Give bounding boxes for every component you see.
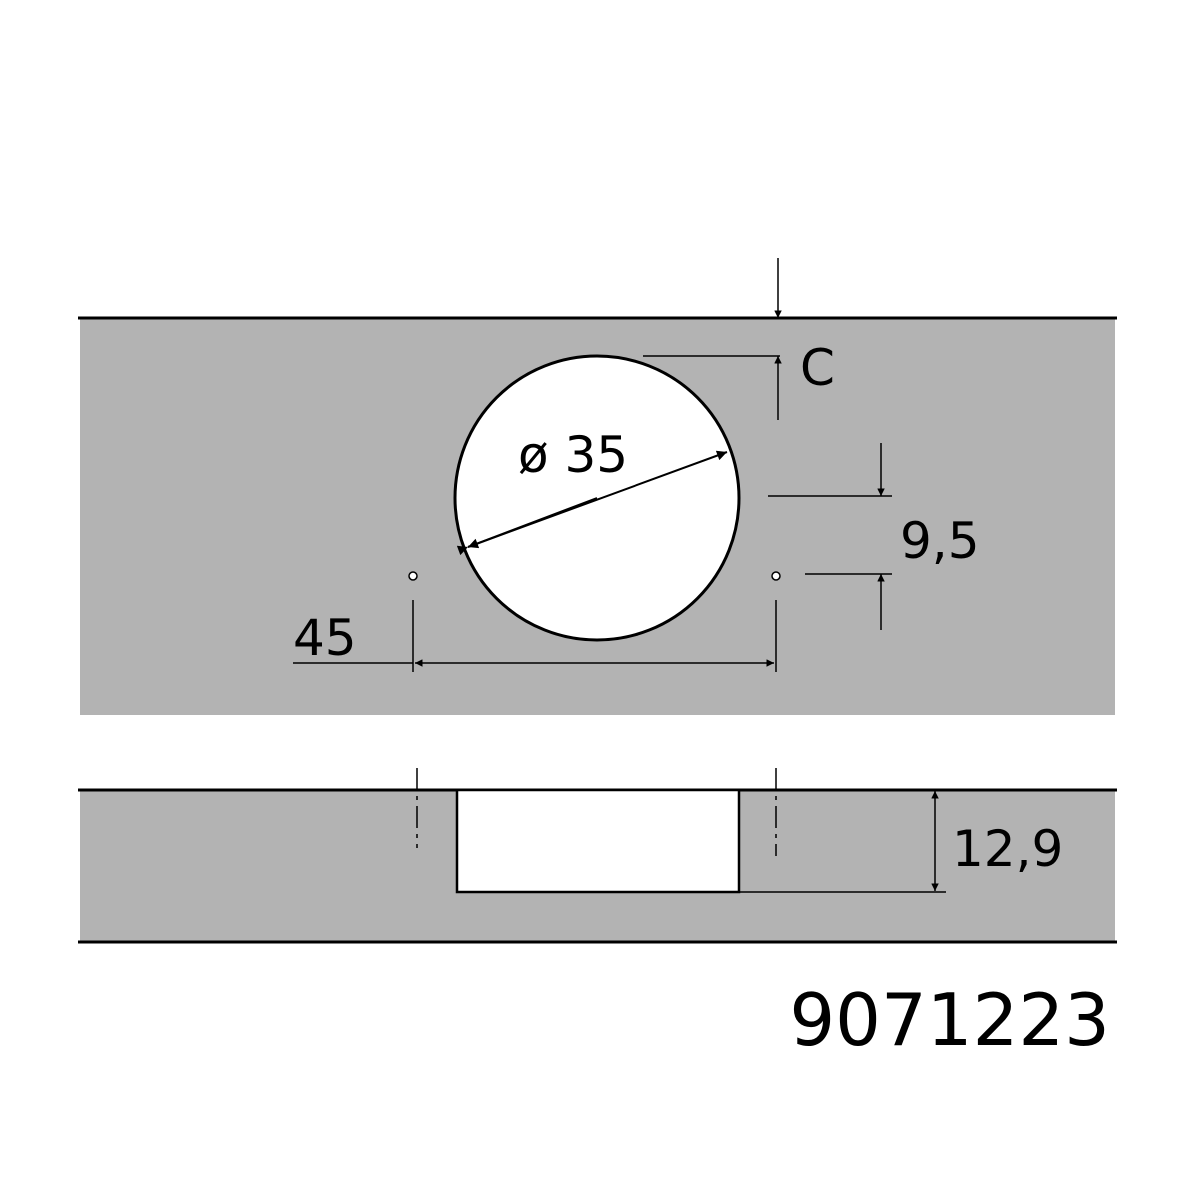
- diameter-arrow-left: [467, 497, 598, 549]
- top-view: C ø 35 9,5 45: [78, 258, 1117, 715]
- section-view: 12,9: [78, 768, 1117, 944]
- cup-recess: [455, 788, 741, 894]
- dimension-spacing: [293, 600, 777, 672]
- dimension-c: [643, 258, 782, 420]
- label-c: C: [800, 339, 835, 397]
- label-depth: 12,9: [952, 820, 1063, 878]
- part-number: 9071223: [789, 978, 1110, 1062]
- screw-hole-right: [771, 571, 781, 581]
- label-spacing: 45: [293, 609, 357, 667]
- dimension-offset: [768, 443, 892, 630]
- dimension-depth: [740, 791, 946, 893]
- screw-hole-left: [408, 571, 418, 581]
- label-offset: 9,5: [900, 512, 980, 570]
- label-diameter: ø 35: [518, 426, 628, 484]
